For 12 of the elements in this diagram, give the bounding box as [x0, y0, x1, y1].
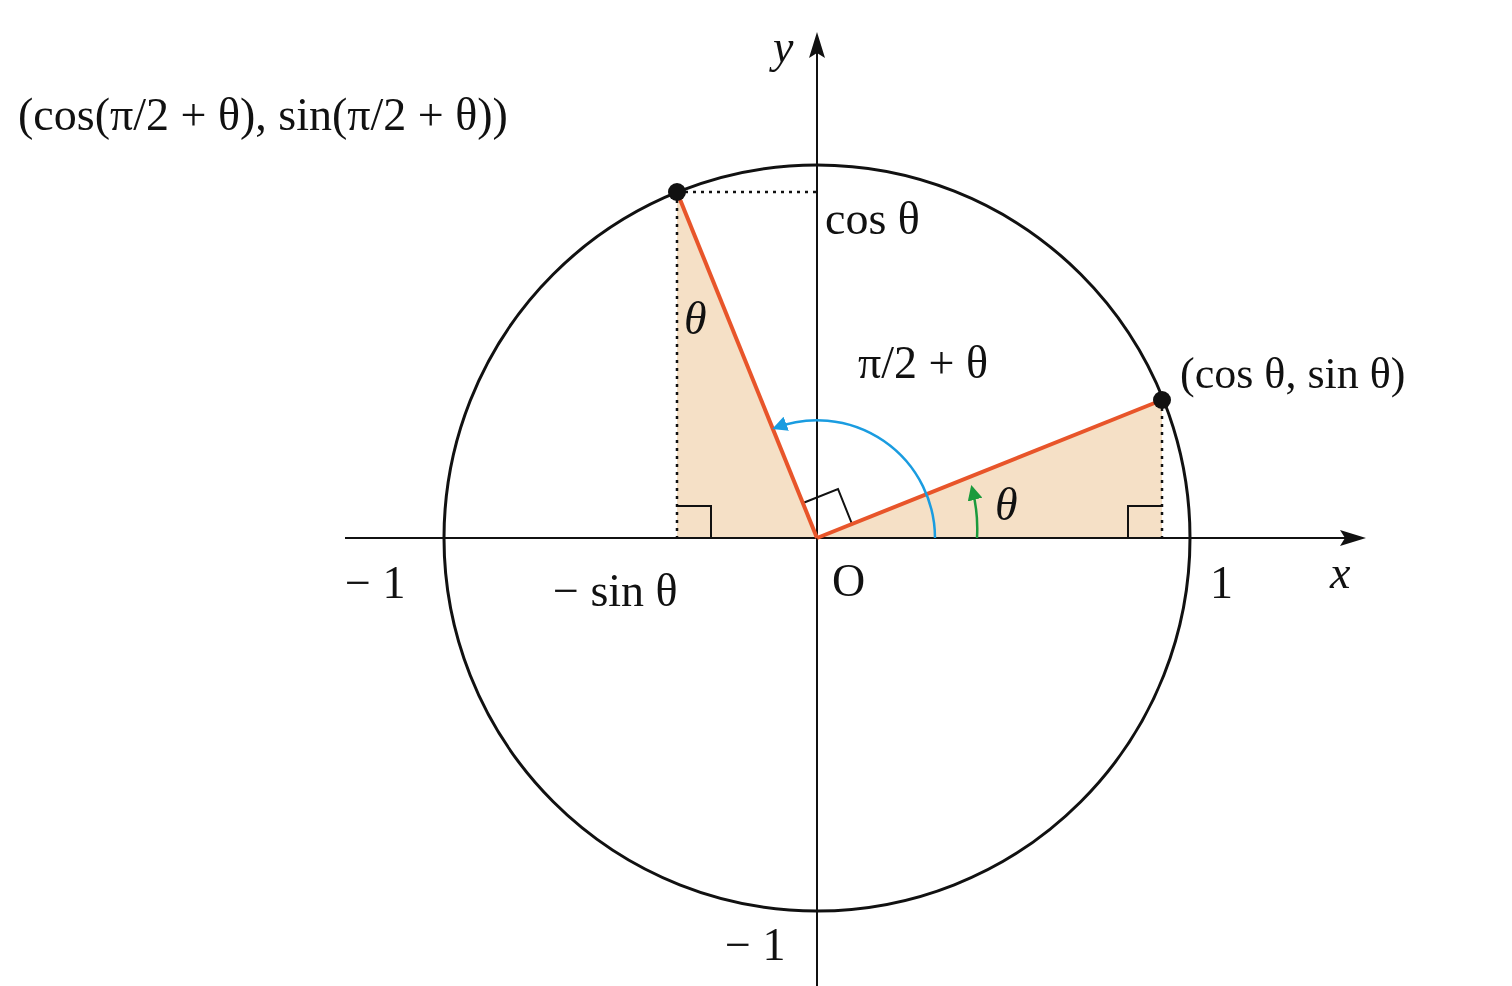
math-label: cos θ	[825, 196, 920, 242]
angle-label: θ	[995, 482, 1018, 528]
tick-label: 1	[1210, 560, 1233, 606]
math-label: − sin θ	[553, 568, 678, 614]
tick-label: − 1	[345, 560, 406, 606]
angle-label: π/2 + θ	[858, 340, 988, 386]
axis-label: x	[1330, 550, 1351, 596]
angle-label: θ	[684, 296, 707, 342]
origin-label: O	[832, 558, 866, 604]
point-coordinates-label: (cos(π/2 + θ), sin(π/2 + θ))	[18, 92, 508, 138]
point-coordinates-label: (cos θ, sin θ)	[1180, 352, 1406, 396]
tick-label: − 1	[725, 922, 786, 968]
